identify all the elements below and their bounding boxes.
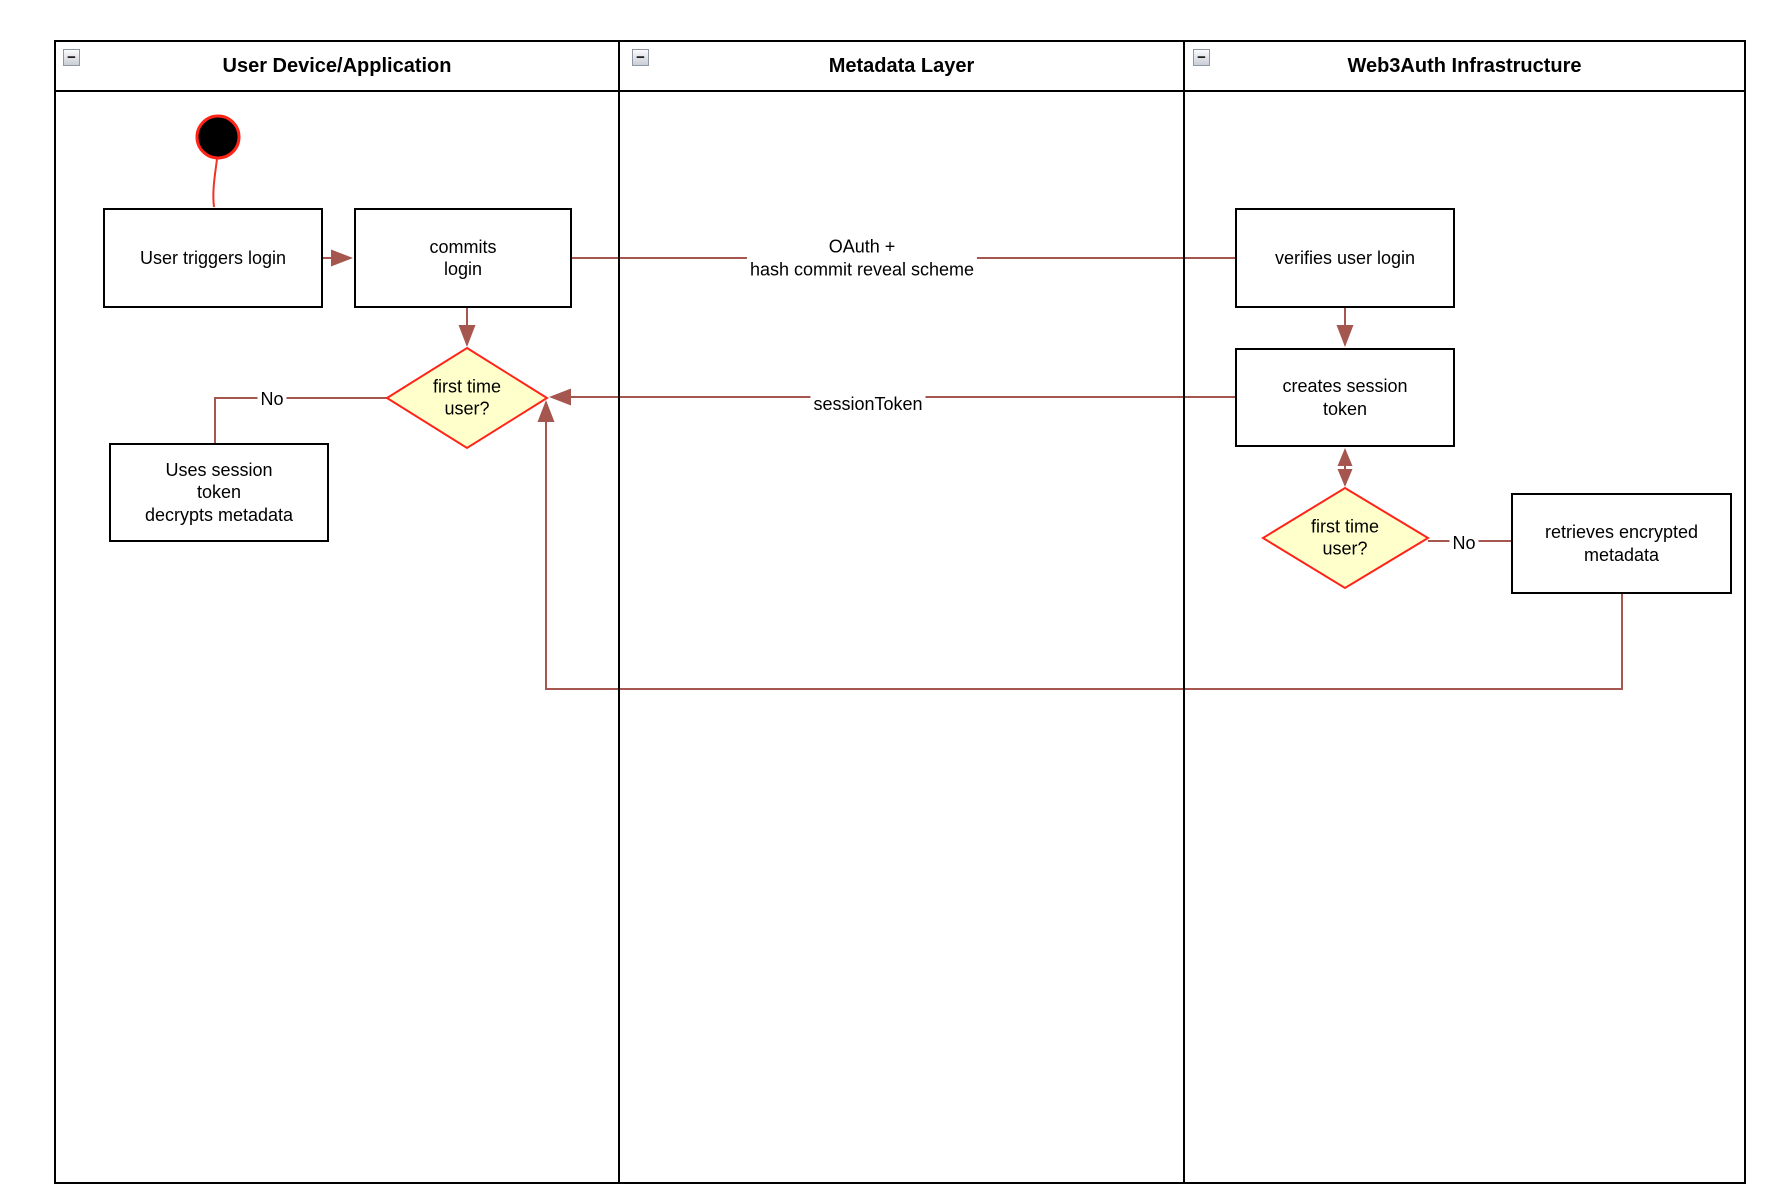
arrowhead-up-doublearrow	[1337, 448, 1353, 466]
edge-label-no-device: No	[257, 387, 287, 411]
node-verifies-user-login[interactable]: verifies user login	[1235, 208, 1455, 308]
edge-retrieves-feedback	[545, 403, 1623, 690]
lane-title-metadata-layer: Metadata Layer	[828, 54, 975, 77]
arrowhead-left-sessiontoken	[549, 388, 571, 406]
node-label: verifies user login	[1274, 247, 1416, 268]
node-uses-session-token[interactable]: Uses session token decrypts metadata	[109, 443, 329, 542]
initial-node[interactable]	[195, 114, 241, 160]
edge-start-to-triggers	[212, 158, 218, 208]
lane-title-web3auth: Web3Auth Infrastructure	[1347, 54, 1582, 77]
node-user-triggers-login[interactable]: User triggers login	[103, 208, 323, 308]
node-label: commits login	[429, 236, 497, 280]
arrowhead-right-into-commits	[331, 249, 353, 267]
lane-title-user-device: User Device/Application	[222, 54, 452, 77]
arrowhead-up-feedback	[537, 400, 555, 422]
collapse-lane-button-user-device[interactable]: −	[63, 49, 80, 66]
decision-first-time-user-infra[interactable]	[1261, 486, 1430, 590]
node-label: Uses session token decrypts metadata	[144, 459, 294, 525]
edge-no-to-uses-session	[214, 397, 387, 443]
minus-icon: −	[1197, 49, 1206, 66]
node-label: User triggers login	[139, 247, 287, 268]
decision-first-time-user-device[interactable]	[385, 346, 549, 450]
edge-label-oauth: OAuth + hash commit reveal scheme	[746, 235, 978, 281]
collapse-lane-button-metadata[interactable]: −	[632, 49, 649, 66]
arrowhead-down-into-decision-device	[458, 325, 476, 347]
arrowhead-down-doublearrow	[1337, 469, 1353, 487]
collapse-lane-button-web3auth[interactable]: −	[1193, 49, 1210, 66]
node-commits-login[interactable]: commits login	[354, 208, 572, 308]
arrowhead-down-into-creates	[1336, 325, 1354, 347]
node-retrieves-encrypted-metadata[interactable]: retrieves encrypted metadata	[1511, 493, 1732, 594]
node-label: creates session token	[1282, 376, 1408, 419]
node-label: retrieves encrypted metadata	[1544, 522, 1699, 565]
edge-label-no-infra: No	[1449, 531, 1479, 555]
node-creates-session-token[interactable]: creates session token	[1235, 348, 1455, 447]
minus-icon: −	[67, 49, 76, 66]
minus-icon: −	[636, 49, 645, 66]
pool-frame	[54, 40, 1746, 1184]
edge-label-sessiontoken: sessionToken	[810, 392, 926, 416]
